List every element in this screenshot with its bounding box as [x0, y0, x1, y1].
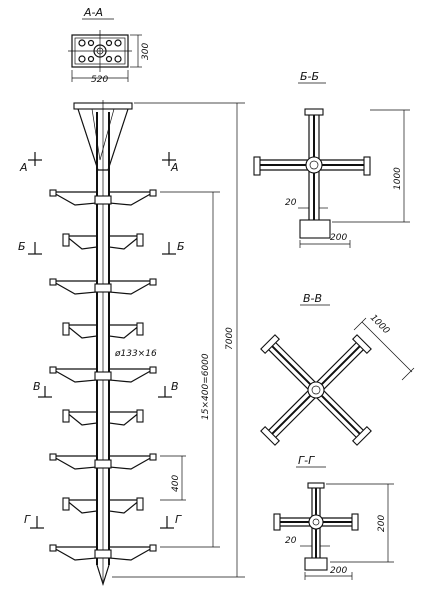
vv-diag-dim: 1000: [368, 313, 391, 336]
pile-elevation: ø133×16 А А Б Б В В Г Г 7000: [18, 100, 245, 586]
gg-height-dim: 200: [377, 515, 387, 532]
bb-plate-dim: 200: [330, 233, 347, 243]
cut-a-left: А: [19, 161, 28, 174]
cut-b-right: Б: [177, 240, 185, 253]
elevation-dimensions: 7000 15×400=6000 400: [112, 102, 245, 578]
bb-height-dim: 1000: [393, 167, 403, 190]
cut-markers: А А Б Б В В Г Г: [18, 152, 185, 529]
cut-g-left: Г: [24, 513, 31, 526]
section-vv: В-В 1000: [260, 292, 415, 446]
total-height-dim: 7000: [225, 327, 235, 350]
cut-v-left: В: [33, 380, 41, 393]
section-gg-title: Г-Г: [298, 454, 315, 467]
section-aa: А-А 520 300: [68, 6, 151, 85]
section-bb-title: Б-Б: [300, 70, 319, 83]
cut-g-right: Г: [175, 513, 182, 526]
cut-a-right: А: [170, 161, 179, 174]
cut-b-left: Б: [18, 240, 26, 253]
bolt-holes: [78, 39, 122, 63]
gg-gap-dim: 20: [285, 536, 297, 546]
section-gg: Г-Г 200 20 200: [273, 454, 394, 580]
aa-width-dim: 520: [91, 75, 108, 85]
spacing-dim: 15×400=6000: [201, 353, 211, 420]
gg-plate-dim: 200: [330, 566, 347, 576]
section-aa-title: А-А: [83, 6, 103, 19]
pipe-size-label: ø133×16: [114, 349, 157, 359]
section-vv-title: В-В: [303, 292, 322, 305]
blades: [49, 189, 157, 561]
section-bb: Б-Б 1000 20 200: [253, 70, 410, 248]
cut-v-right: В: [171, 380, 179, 393]
aa-height-dim: 300: [141, 43, 151, 60]
bb-gap-dim: 20: [285, 198, 297, 208]
step-dim: 400: [171, 475, 181, 492]
